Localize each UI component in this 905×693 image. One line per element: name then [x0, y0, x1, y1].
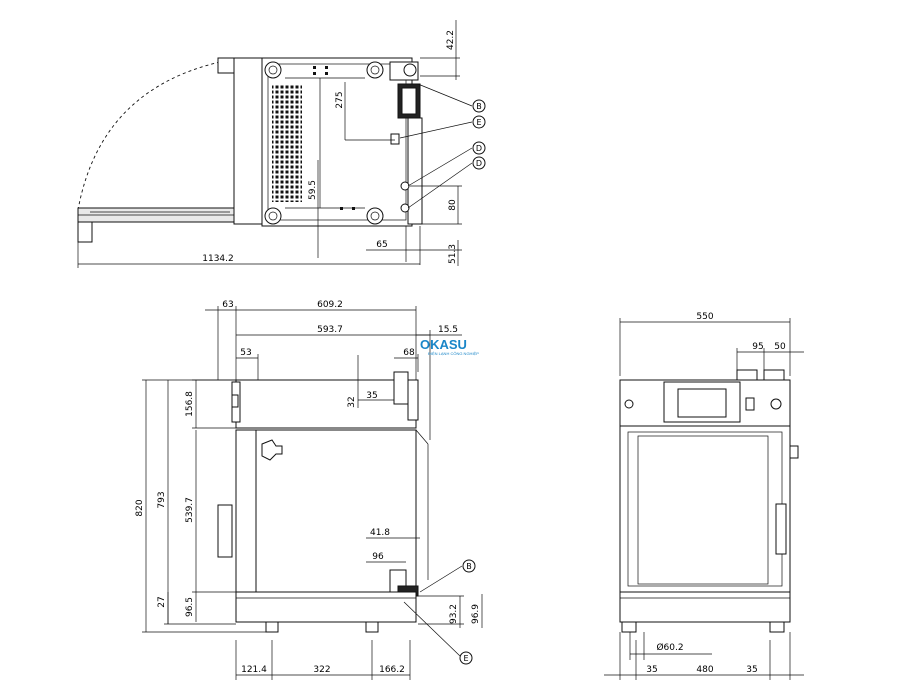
dim-820: 820	[135, 499, 145, 516]
top-view: 42.2 275 59.5 80 65 51.3 1134.2 B E D D	[77, 20, 486, 268]
dim-42-2: 42.2	[446, 30, 456, 50]
foot	[264, 61, 282, 79]
dim-166-2: 166.2	[379, 665, 405, 675]
side-handle	[217, 504, 233, 558]
callout-D1	[472, 141, 486, 155]
dim-27: 27	[157, 596, 167, 607]
dim-96-9: 96.9	[471, 604, 481, 624]
touch-screen	[677, 388, 727, 418]
component-D2	[400, 203, 410, 213]
connector-B	[403, 63, 417, 77]
dim-80: 80	[448, 199, 458, 211]
dim-15-5: 15.5	[438, 325, 458, 335]
dim-322: 322	[313, 665, 330, 675]
dim-96-5: 96.5	[185, 597, 195, 617]
callout-E-side	[459, 651, 473, 665]
front-leg	[621, 621, 637, 633]
component-D1	[400, 181, 410, 191]
control-knob	[770, 398, 782, 410]
callout-D1-label: D	[476, 144, 482, 153]
foot	[366, 207, 384, 225]
dim-275: 275	[335, 91, 345, 108]
door-swing-arc	[77, 61, 221, 211]
dim-93-2: 93.2	[449, 604, 459, 624]
side-base	[235, 591, 417, 623]
front-leg	[769, 621, 785, 633]
dim-35-right: 35	[746, 665, 757, 675]
dim-50: 50	[774, 342, 786, 352]
dim-156-8: 156.8	[185, 391, 195, 417]
dim-41-8: 41.8	[370, 528, 390, 538]
callout-D2	[472, 156, 486, 170]
side-leg	[365, 621, 379, 633]
dim-121-4: 121.4	[241, 665, 267, 675]
side-vent-icon	[261, 439, 283, 461]
dim-63: 63	[222, 300, 233, 310]
dim-32: 32	[347, 396, 357, 407]
callout-E-side-label: E	[463, 654, 468, 663]
side-body	[235, 429, 417, 593]
foot	[264, 207, 282, 225]
component-E	[390, 133, 400, 145]
vent-grid	[272, 84, 302, 202]
callout-D2-label: D	[476, 159, 482, 168]
door-frame	[233, 57, 263, 225]
callout-E	[472, 115, 486, 129]
dim-53: 53	[240, 348, 251, 358]
dim-diameter-60-2: Ø60.2	[656, 642, 683, 653]
dim-480: 480	[696, 665, 713, 675]
callout-B-label: B	[476, 102, 482, 111]
watermark-logo: OKASU ĐIỆN LẠNH CÔNG NGHIỆP	[420, 337, 479, 356]
hinge-block	[217, 57, 237, 74]
side-top-fitting	[393, 371, 409, 405]
side-control-panel	[235, 379, 417, 429]
power-button	[624, 399, 634, 409]
callout-B-side-label: B	[466, 562, 472, 571]
front-door-window	[637, 435, 769, 585]
dim-51-3: 51.3	[448, 244, 458, 264]
dim-793: 793	[157, 491, 167, 508]
front-door-handle	[775, 503, 787, 555]
callout-B-side	[462, 559, 476, 573]
dim-550: 550	[696, 312, 713, 322]
callout-B	[472, 99, 486, 113]
dim-593-7: 593.7	[317, 325, 343, 335]
dim-95: 95	[752, 342, 763, 352]
side-view: 63 609.2 593.7 15.5 53 68 32 35 156.8 82…	[135, 300, 483, 680]
dim-609-2: 609.2	[317, 300, 343, 310]
dim-96: 96	[372, 552, 384, 562]
watermark-logo-text: OKASU	[420, 337, 467, 352]
side-leg	[265, 621, 279, 633]
dim-539-7: 539.7	[185, 497, 195, 523]
dim-1134-2: 1134.2	[202, 254, 234, 264]
dim-35: 35	[366, 391, 377, 401]
dim-65: 65	[376, 240, 387, 250]
front-base	[619, 591, 791, 623]
foot	[366, 61, 384, 79]
front-body	[619, 425, 791, 593]
dim-59-5: 59.5	[308, 180, 318, 200]
callout-E-label: E	[476, 118, 481, 127]
front-view: 550 95 50 Ø60.2 35 480 35	[604, 312, 804, 680]
top-fitting-left	[736, 369, 758, 381]
dim-35-left: 35	[646, 665, 657, 675]
usb-port	[745, 397, 755, 411]
watermark-tagline: ĐIỆN LẠNH CÔNG NGHIỆP	[428, 351, 479, 356]
dim-68: 68	[403, 348, 415, 358]
top-fitting-right	[763, 369, 785, 381]
